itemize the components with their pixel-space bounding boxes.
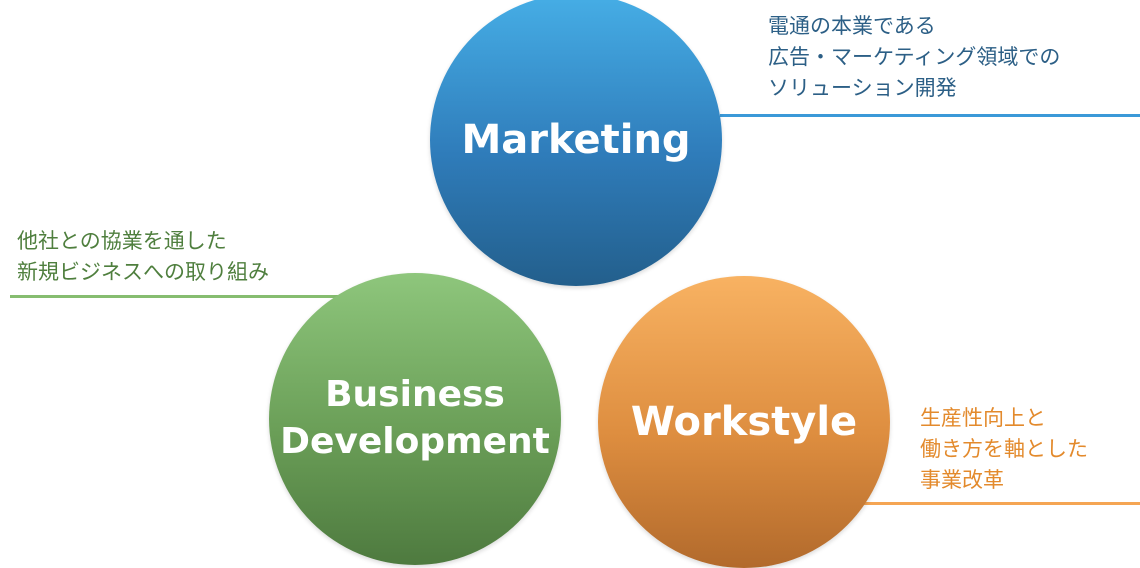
business-connector-line	[10, 295, 343, 298]
marketing-description: 電通の本業である 広告・マーケティング領域での ソリューション開発	[768, 11, 1060, 104]
marketing-description-line: ソリューション開発	[768, 76, 957, 100]
marketing-description-line: 広告・マーケティング領域での	[768, 45, 1061, 69]
workstyle-description-line: 生産性向上と	[920, 406, 1046, 430]
marketing-connector-line	[720, 114, 1140, 117]
workstyle-circle: Workstyle	[598, 276, 890, 568]
workstyle-description-line: 事業改革	[920, 468, 1004, 492]
workstyle-circle-label: Workstyle	[630, 399, 858, 445]
marketing-circle: Marketing	[430, 0, 722, 286]
business-development-description-line: 他社との協業を通した	[17, 229, 227, 253]
business-development-description: 他社との協業を通した 新規ビジネスへの取り組み	[17, 226, 269, 288]
marketing-description-line: 電通の本業である	[768, 14, 936, 38]
marketing-circle-label: Marketing	[461, 117, 691, 163]
workstyle-description-line: 働き方を軸とした	[920, 437, 1088, 461]
business-development-circle: Business Development	[269, 273, 561, 565]
workstyle-description: 生産性向上と 働き方を軸とした 事業改革	[920, 403, 1088, 496]
workstyle-connector-line	[862, 502, 1140, 505]
business-development-circle-label: Business Development	[280, 374, 550, 462]
business-development-description-line: 新規ビジネスへの取り組み	[17, 260, 269, 284]
